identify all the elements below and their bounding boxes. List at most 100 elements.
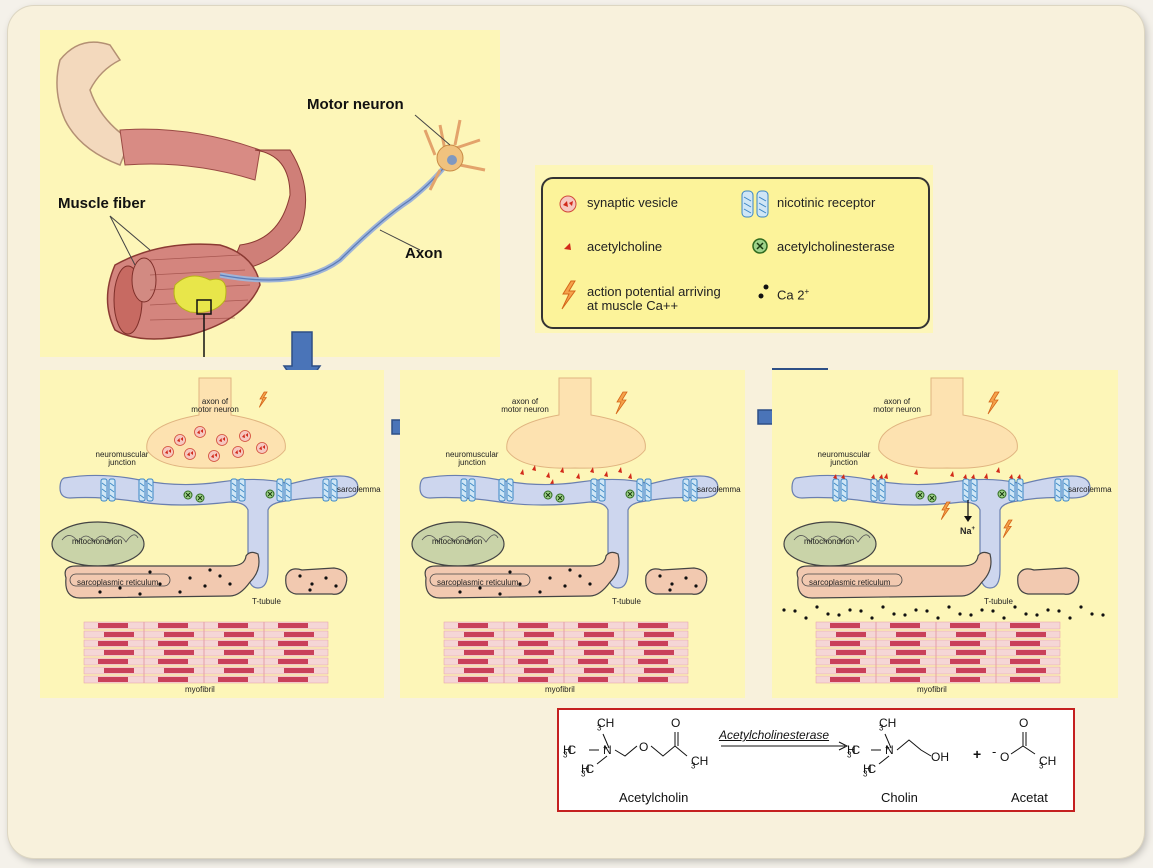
calcium-ion-icon <box>310 582 314 586</box>
calcium-ion-icon <box>1079 605 1083 609</box>
nicotinic-receptor-icon <box>870 474 886 502</box>
ach-h3c-left-sub: 3 <box>563 750 568 760</box>
calcium-ion-icon <box>218 574 222 578</box>
acetylcholinesterase-icon <box>752 238 768 254</box>
nicotinic-receptor-icon <box>498 478 514 502</box>
axon-terminal <box>506 377 646 469</box>
muscle-fiber-leader-2 <box>109 215 151 251</box>
legend-action-potential-line1: action potential arriving <box>587 284 721 299</box>
muscle-fiber-leader-1 <box>109 215 136 266</box>
nicotinic-receptor-icon <box>138 478 154 502</box>
myofibril-label-3: myofibril <box>917 685 947 694</box>
sarcoplasmic-reticulum-2 <box>645 567 708 595</box>
calcium-ion-icon <box>958 612 962 616</box>
acetate-o-single: O <box>1000 750 1010 764</box>
stage-1-diagram <box>51 377 359 684</box>
calcium-ion-icon <box>138 592 142 596</box>
calcium-ion-icon <box>881 605 885 609</box>
calcium-ion-icon <box>758 284 769 299</box>
legend-synaptic-vesicle: synaptic vesicle <box>587 195 679 210</box>
calcium-ion-icon <box>118 586 122 590</box>
axon-terminal <box>878 377 1018 469</box>
calcium-ion-icon <box>478 586 482 590</box>
muscle-fiber-label: Muscle fiber <box>58 195 146 212</box>
calcium-ion-icon <box>914 608 918 612</box>
axon-label-1-line1: axon of <box>201 397 229 406</box>
acetylcholine-icon <box>532 465 536 471</box>
nmj-label-3-line1: neuromuscular <box>817 450 871 459</box>
acetylcholine-icon <box>996 467 1000 473</box>
ach-h3c-left-h: H <box>563 743 572 757</box>
sarcoplasmic-reticulum <box>64 551 260 599</box>
calcium-ion-icon <box>98 590 102 594</box>
sodium-ion-sup: + <box>971 526 976 532</box>
sr-label-1: sarcoplasmic reticulum <box>77 578 159 587</box>
nicotinic-receptor-icon <box>832 474 848 502</box>
ttubule-label-3: T-tubule <box>984 597 1013 606</box>
nicotinic-receptor-icon <box>1054 478 1070 502</box>
ach-o-ester: O <box>639 740 649 754</box>
sodium-ion-text: Na <box>960 526 972 536</box>
cho-h3c-bottom-c: C <box>867 762 877 776</box>
calcium-ion-icon <box>925 609 929 613</box>
stage-2-diagram <box>411 377 719 684</box>
calcium-ion-icon <box>670 582 674 586</box>
sodium-flow-arrowhead <box>964 516 972 522</box>
sr-label-3: sarcoplasmic reticulum <box>809 578 891 587</box>
calcium-ion-icon <box>1024 612 1028 616</box>
synaptic-vesicle-icon <box>162 446 174 458</box>
cho-h3c-bottom-sub: 3 <box>863 769 868 779</box>
calcium-ion-icon <box>208 568 212 572</box>
nicotinic-receptor-icon <box>741 190 769 218</box>
synaptic-vesicle-icon <box>184 448 196 460</box>
bound-acetylcholine <box>1017 474 1021 479</box>
calcium-ion-icon <box>308 588 312 592</box>
stage-3-diagram <box>782 377 1105 684</box>
nmj-label-2-line1: neuromuscular <box>445 450 499 459</box>
ttubule-label-2: T-tubule <box>612 597 641 606</box>
cho-n-text: N <box>885 743 894 757</box>
acetylcholinesterase-icon <box>997 489 1007 499</box>
motor-neuron-label: Motor neuron <box>307 96 404 113</box>
myofibril-label-1: myofibril <box>185 685 215 694</box>
legend-panel: synaptic vesicle nicotinic receptor acet… <box>535 165 933 333</box>
synaptic-vesicle-icon <box>216 434 228 446</box>
cho-n-charge: + <box>885 743 890 752</box>
bound-acetylcholine <box>841 474 845 479</box>
synaptic-vesicle-icon <box>239 430 251 442</box>
nmj-label-1-line1: neuromuscular <box>95 450 149 459</box>
calcium-ion-icon <box>859 609 863 613</box>
arm-shape <box>56 41 131 166</box>
axon-label-2-line2: motor neuron <box>501 405 549 414</box>
sarcolemma-label-3: sarcolemma <box>1068 485 1112 494</box>
ach-n-atom: N+ <box>603 743 612 758</box>
calcium-ion-icon <box>980 608 984 612</box>
sodium-ion-label: Na+ <box>960 526 975 536</box>
bound-acetylcholine <box>879 474 883 479</box>
calcium-ion-icon <box>334 584 338 588</box>
nicotinic-receptor-icon <box>590 478 606 502</box>
calcium-ion-icon <box>188 576 192 580</box>
calcium-ion-icon <box>1057 609 1061 613</box>
neuromuscular-junction-blob <box>173 275 227 313</box>
calcium-ion-icon <box>668 588 672 592</box>
reactant-name: Acetylcholin <box>619 790 689 805</box>
calcium-ion-icon <box>1013 605 1017 609</box>
myofibril-block <box>443 621 689 684</box>
ach-n-text: N <box>603 743 612 757</box>
axon-label: Axon <box>405 245 443 262</box>
calcium-ion-icon <box>324 576 328 580</box>
calcium-ion-icon <box>538 590 542 594</box>
sarcoplasmic-reticulum <box>424 551 620 599</box>
calcium-ion-icon <box>1035 613 1039 617</box>
